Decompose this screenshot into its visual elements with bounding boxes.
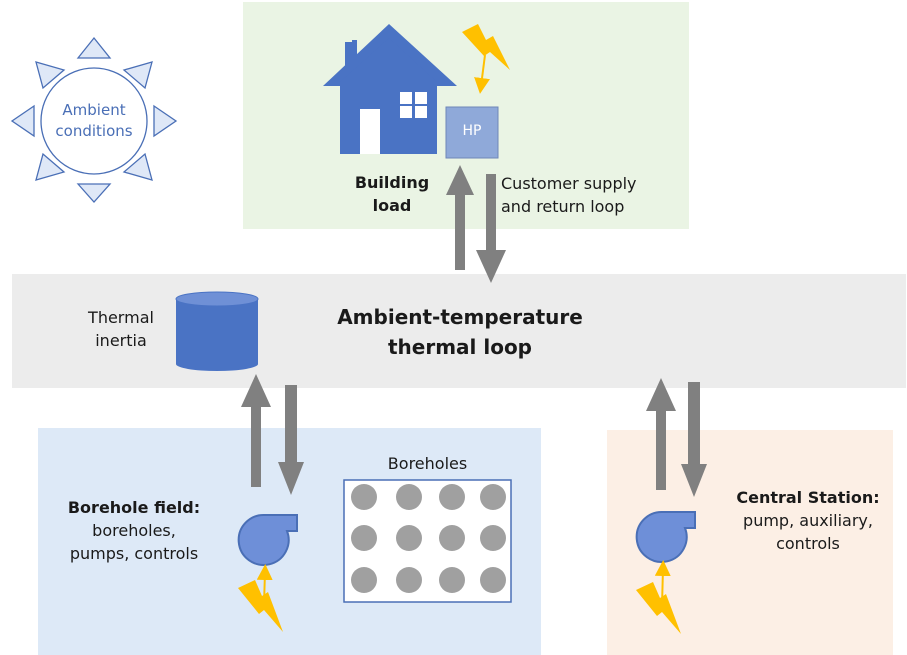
borehole-field-title: Borehole field: xyxy=(67,498,201,517)
central-station-line2: pump, auxiliary, xyxy=(743,511,873,530)
building-load-line1: Building xyxy=(354,173,430,192)
thermal-loop-title: Ambient-temperature thermal loop xyxy=(300,302,620,362)
borehole-grid xyxy=(343,479,512,603)
borehole-loop-arrows xyxy=(241,374,304,495)
customer-loop-line1: Customer supply xyxy=(501,174,637,193)
sun-icon xyxy=(10,36,178,203)
thermal-loop-band xyxy=(12,274,906,388)
central-station-label: Central Station: pump, auxiliary, contro… xyxy=(724,486,892,555)
ambient-conditions-label: Ambient conditions xyxy=(44,100,144,142)
hp-label: HP xyxy=(462,123,482,139)
house-icon xyxy=(323,24,457,154)
borehole-pump-icon xyxy=(237,513,298,566)
building-loop-arrows xyxy=(446,165,506,283)
borehole-field-line3: pumps, controls xyxy=(69,544,199,563)
boreholes-grid-label: Boreholes xyxy=(387,454,468,473)
thermal-storage-cylinder xyxy=(175,291,259,371)
thermal-loop-line1: Ambient-temperature xyxy=(337,305,583,329)
central-station-line3: controls xyxy=(776,534,840,553)
building-load-label: Building load xyxy=(340,171,444,217)
lightning-bolt-icon xyxy=(462,24,510,94)
building-load-line2: load xyxy=(372,196,412,215)
heat-pump-box xyxy=(445,106,499,159)
central-lightning-icon xyxy=(636,560,681,634)
customer-loop-line2: and return loop xyxy=(501,197,625,216)
central-loop-arrows xyxy=(646,378,707,497)
borehole-field-line2: boreholes, xyxy=(92,521,176,540)
customer-loop-label: Customer supply and return loop xyxy=(501,172,691,218)
thermal-inertia-label: Thermal inertia xyxy=(72,306,170,352)
central-station-title: Central Station: xyxy=(736,488,880,507)
borehole-lightning-icon xyxy=(238,564,283,632)
ambient-line2: conditions xyxy=(55,122,133,140)
central-pump-icon xyxy=(635,510,696,563)
ambient-line1: Ambient xyxy=(62,101,126,119)
thermal-inertia-line2: inertia xyxy=(95,331,147,350)
borehole-field-label: Borehole field: boreholes, pumps, contro… xyxy=(44,496,224,565)
thermal-loop-line2: thermal loop xyxy=(387,335,533,359)
thermal-inertia-line1: Thermal xyxy=(88,308,154,327)
